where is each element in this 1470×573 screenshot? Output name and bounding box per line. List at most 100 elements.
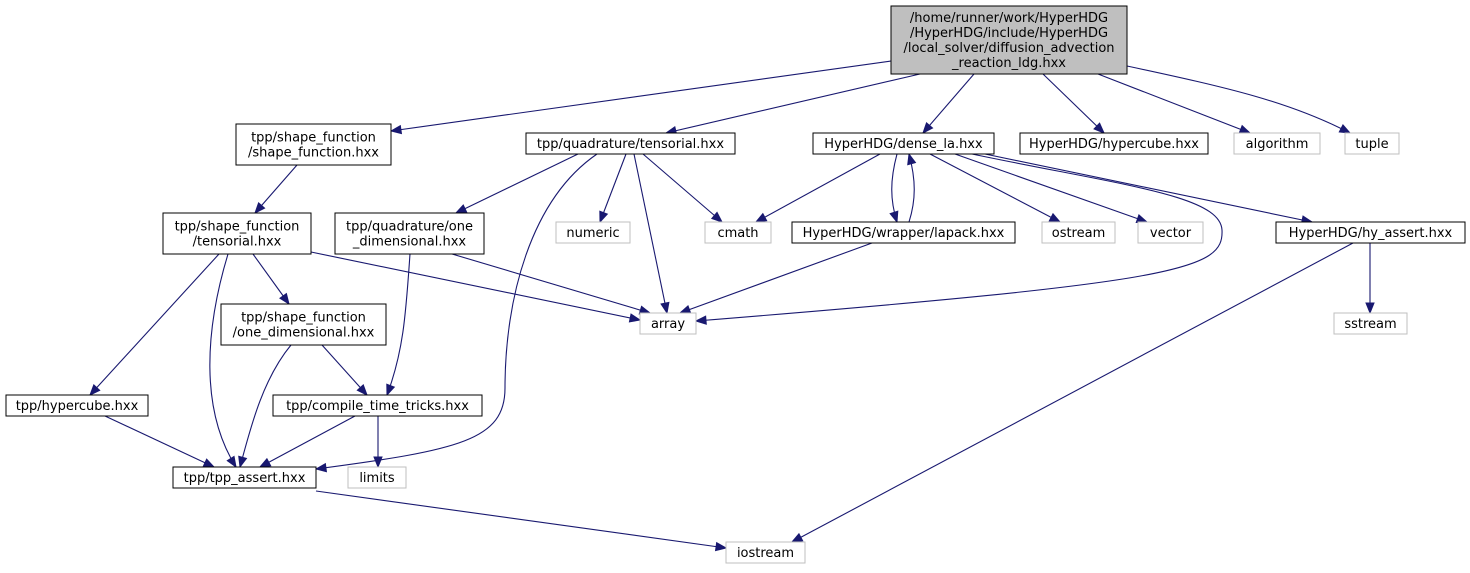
node-label-line: _dimensional.hxx [352, 235, 466, 250]
node-box [812, 132, 995, 155]
arrow-head [599, 210, 609, 224]
node-label-line: HyperHDG/hypercube.hxx [1029, 137, 1199, 152]
arrow-head [694, 315, 707, 325]
edge-sf_one_dim-to-compile_tricks [321, 344, 368, 397]
node-compile-tricks[interactable]: tpp/compile_time_tricks.hxx [272, 394, 483, 417]
edge-quad_one_dim-to-array [451, 253, 652, 315]
arrow-head [356, 384, 368, 397]
node-limits: limits [347, 466, 407, 489]
edge-sf_tensorial-to-tpp_assert [209, 253, 237, 469]
edge-dense_la-to-vector [954, 153, 1149, 223]
edge-line [386, 253, 411, 396]
node-sf-shape[interactable]: tpp/shape_function/shape_function.hxx [235, 123, 392, 166]
node-label-line: HyperHDG/wrapper/lapack.hxx [803, 226, 1005, 241]
node-sf-tensorial[interactable]: tpp/shape_function/tensorial.hxx [162, 212, 312, 255]
node-hdg-hypercube[interactable]: HyperHDG/hypercube.hxx [1019, 132, 1209, 155]
edge-lapack-to-array [678, 242, 873, 314]
edge-quad_one_dim-to-compile_tricks [386, 253, 411, 397]
edge-line [642, 153, 723, 223]
edge-quad_tensorial-to-array [633, 153, 670, 315]
arrow-head [754, 212, 768, 223]
edge-quad_tensorial-to-cmath [642, 153, 724, 223]
edge-line [321, 344, 368, 396]
edge-root-to-hdg_hypercube [1042, 73, 1105, 134]
edge-sf_one_dim-to-tpp_assert [238, 344, 292, 469]
node-vector: vector [1137, 221, 1204, 244]
arrow-head [258, 457, 272, 468]
node-label-line: HyperHDG/dense_la.hxx [824, 137, 983, 152]
arrow-head [202, 458, 216, 468]
node-tpp-assert[interactable]: tpp/tpp_assert.hxx [172, 466, 317, 489]
node-label-line: tpp/shape_function [241, 311, 366, 326]
arrow-head [386, 383, 396, 397]
edge-line [1097, 73, 1251, 134]
node-label-line: algorithm [1246, 137, 1309, 152]
node-tuple: tuple [1344, 132, 1400, 155]
arrow-head [922, 121, 934, 135]
arrow-head [628, 313, 642, 323]
edge-line [451, 253, 651, 314]
node-label-line: tpp/tpp_assert.hxx [184, 471, 306, 486]
node-root[interactable]: /home/runner/work/HyperHDG/HyperHDG/incl… [890, 5, 1128, 75]
edge-quad_tensorial-to-tpp_assert [314, 153, 598, 473]
arrow-head [790, 532, 804, 543]
node-lapack[interactable]: HyperHDG/wrapper/lapack.hxx [791, 221, 1016, 244]
edge-line [954, 153, 1148, 223]
edge-line [695, 153, 1223, 322]
edge-line [310, 251, 641, 321]
node-label-line: /tensorial.hxx [193, 235, 282, 250]
node-ostream: ostream [1041, 221, 1116, 244]
node-label-line: numeric [566, 226, 619, 241]
node-quad-one-dim[interactable]: tpp/quadrature/one_dimensional.hxx [334, 212, 485, 255]
node-label-line: /local_solver/diffusion_advection [903, 41, 1114, 56]
node-box [639, 312, 697, 335]
node-quad-tensorial[interactable]: tpp/quadrature/tensorial.hxx [525, 132, 736, 155]
edge-compile_tricks-to-tpp_assert [258, 415, 356, 468]
edge-sf_tensorial-to-tpp_hypercube [89, 253, 220, 396]
node-label-line: ostream [1052, 226, 1106, 241]
node-box [525, 132, 736, 155]
arrow-head [660, 301, 670, 315]
edge-quad_tensorial-to-numeric [599, 153, 627, 224]
edge-line [679, 242, 873, 314]
node-label-line: /home/runner/work/HyperHDG [910, 11, 1108, 26]
edge-root-to-tuple [1126, 65, 1352, 134]
arrow-head [1093, 122, 1105, 134]
edge-dense_la-to-ostream [929, 153, 1062, 223]
edge-dense_la-to-array [694, 153, 1223, 325]
arrow-head [226, 455, 237, 469]
edge-line [791, 242, 1354, 543]
edge-line [259, 415, 356, 468]
edge-tpp_assert-to-iostream [315, 490, 728, 552]
edge-lapack-to-dense_la [907, 152, 917, 223]
node-iostream: iostream [725, 541, 806, 564]
edge-line [209, 253, 237, 468]
arrow-head [1048, 212, 1062, 223]
node-dense-la[interactable]: HyperHDG/dense_la.hxx [812, 132, 995, 155]
arrow-head [254, 201, 266, 215]
edge-line [1042, 73, 1105, 134]
edge-root-to-algorithm [1097, 73, 1252, 134]
node-sf-one-dim[interactable]: tpp/shape_function/one_dimensional.hxx [220, 303, 387, 346]
arrow-head [907, 152, 917, 166]
node-cmath: cmath [704, 221, 772, 244]
edge-root-to-dense_la [922, 73, 975, 135]
edges-layer [89, 60, 1375, 552]
node-label-line: tpp/hypercube.hxx [16, 399, 139, 414]
node-label-line: tpp/quadrature/tensorial.hxx [537, 137, 724, 152]
node-hy-assert[interactable]: HyperHDG/hy_assert.hxx [1275, 221, 1466, 244]
arrow-head [889, 210, 899, 224]
node-array: array [639, 312, 697, 335]
arrow-head [314, 462, 328, 473]
node-tpp-hypercube[interactable]: tpp/hypercube.hxx [5, 394, 149, 417]
arrow-head [678, 304, 692, 314]
arrow-head [279, 292, 290, 306]
arrow-head [1365, 302, 1375, 315]
node-label-line: vector [1150, 226, 1192, 241]
edge-line [755, 153, 881, 223]
node-box [704, 221, 772, 244]
node-label-line: tuple [1355, 137, 1388, 152]
arrow-head [710, 211, 724, 223]
node-box [272, 394, 483, 417]
